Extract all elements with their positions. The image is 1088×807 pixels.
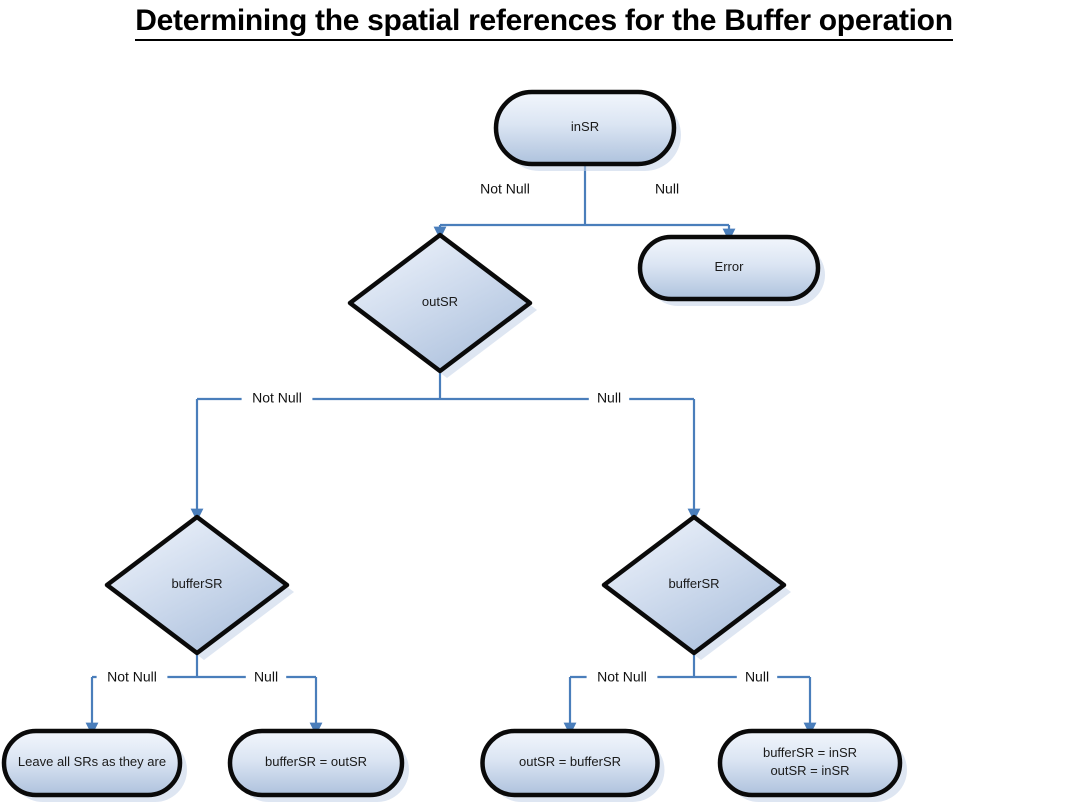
edge-label: Null — [597, 390, 621, 406]
node-label: bufferSR — [668, 576, 719, 591]
node-error[interactable]: Error — [637, 234, 825, 306]
node-stadium[interactable] — [480, 728, 660, 798]
page-title-text: Determining the spatial references for t… — [135, 4, 953, 41]
edge-label-backing — [245, 667, 287, 687]
node-label: outSR = bufferSR — [519, 754, 621, 769]
edge-label: Null — [254, 669, 278, 685]
edge-label-backing — [588, 388, 630, 408]
page-title: Determining the spatial references for t… — [0, 0, 1088, 41]
node-diamond[interactable] — [601, 514, 787, 656]
node-stadium[interactable] — [1, 728, 183, 798]
node-label: Leave all SRs as they are — [18, 754, 166, 769]
node-diamond[interactable] — [104, 514, 290, 656]
node-inSR[interactable]: inSR — [493, 89, 681, 171]
node-outSR[interactable]: outSR — [347, 232, 537, 378]
node-out_eq_buffer[interactable]: outSR = bufferSR — [480, 728, 665, 802]
edge-label-backing — [736, 667, 778, 687]
edge-label: Not Null — [480, 181, 530, 197]
node-stadium[interactable] — [227, 728, 405, 798]
node-label: outSR — [422, 294, 458, 309]
node-label: bufferSR = outSR — [265, 754, 367, 769]
node-label: bufferSR — [171, 576, 222, 591]
edge-label-backing — [241, 388, 313, 408]
edge-label: Not Null — [252, 390, 302, 406]
edge-label: Null — [655, 181, 679, 197]
edge-label-backing — [586, 667, 658, 687]
edge-label-backing — [96, 667, 168, 687]
node-buffer_eq_out[interactable]: bufferSR = outSR — [227, 728, 409, 802]
node-label: inSR — [571, 119, 599, 134]
edge-label: Not Null — [107, 669, 157, 685]
edge-label-backing — [646, 179, 688, 199]
nodes-layer: inSR Error outSR bufferSR bufferSR Leave all … — [1, 89, 907, 802]
node-label: Error — [715, 259, 745, 274]
node-leave_all[interactable]: Leave all SRs as they are — [1, 728, 187, 802]
edge-label-backing — [469, 179, 541, 199]
node-stadium[interactable] — [637, 234, 821, 302]
edge-label: Null — [745, 669, 769, 685]
edge-label: Not Null — [597, 669, 647, 685]
node-bufferSR_left[interactable]: bufferSR — [104, 514, 294, 660]
node-stadium[interactable] — [717, 728, 903, 798]
node-diamond[interactable] — [347, 232, 533, 374]
node-bufferSR_right[interactable]: bufferSR — [601, 514, 791, 660]
node-stadium[interactable] — [493, 89, 677, 167]
